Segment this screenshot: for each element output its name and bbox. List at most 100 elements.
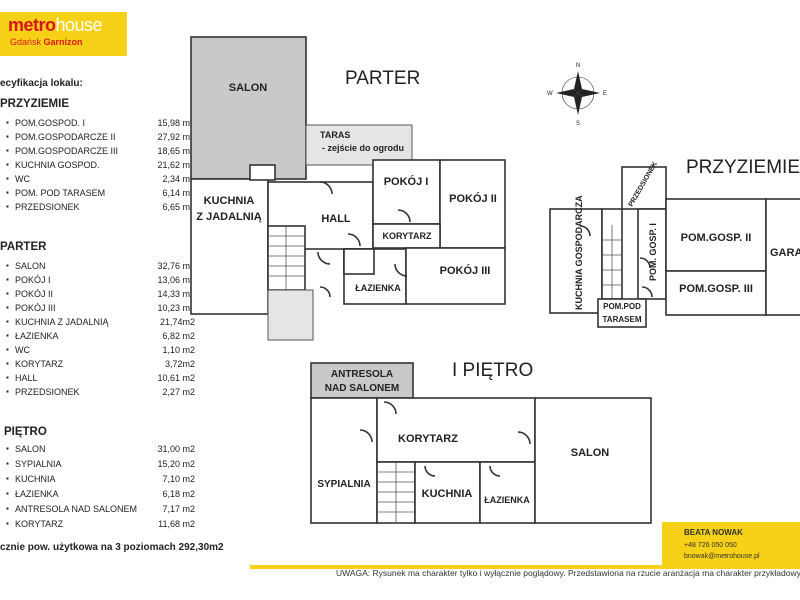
spec-row-name: KUCHNIA [15,474,56,484]
spec-row-area: 21,74m2 [159,317,195,327]
logo-brand-b: house [55,15,103,35]
przyziemie-plan: PRZYZIEMIE KUCHNIA GOSPODARCZA PRZEDSION… [549,157,800,328]
bottom-accent-bar [250,565,800,569]
przedsionek-room [621,166,667,210]
spec-row-area: 1,10 m2 [162,345,195,355]
logo-brand-a: metro [8,15,56,35]
przyziemie-stair-steps [602,225,622,299]
spec-row-name: PRZEDSIONEK [15,387,80,397]
salon-label: SALON [229,82,268,94]
taras-sublabel: - zejście do ogrodu [322,143,404,153]
spec-row-name: POM.GOSPOD. I [15,118,86,128]
pietro-stair-steps [377,462,415,523]
spec-row-area: 31,00 m2 [157,444,195,454]
spec-row-name: KUCHNIA Z JADALNIĄ [15,317,109,327]
logo-sub-a: Gdańsk [10,37,44,47]
spec-row-name: WC [15,345,30,355]
spec-row-area: 3,72m2 [164,359,195,369]
korytarz-label: KORYTARZ [383,231,432,241]
spec-row-name: SYPIALNIA [15,459,62,469]
logo-subtitle: Gdańsk Garnizon [10,37,83,47]
pod-tarasem-label-2: TARASEM [603,315,642,324]
spec-row-area: 6,14 m2 [162,188,195,198]
spec-row-area: 14,33 m2 [157,289,195,299]
pietro-salon-label: SALON [571,447,610,459]
antresola-label-2: NAD SALONEM [325,383,399,394]
kuchnia-label-1: KUCHNIA [204,195,255,207]
spec-row-name: KORYTARZ [15,359,64,369]
spec-row-name: POM.GOSPODARCZE II [15,132,116,142]
spec-row-area: 15,98 m2 [157,118,195,128]
spec-row-name: POKÓJ I [15,275,51,285]
agent-phone[interactable]: +48 726 050 050 [684,542,737,549]
kuchnia-jadalnia-room [190,178,269,315]
spec-row-area: 10,61 m2 [157,373,195,383]
agent-contact-box: BEATA NOWAK +48 726 050 050 bnowak@metro… [662,522,800,568]
spec-row-area: 32,76 m2 [157,261,195,271]
spec-section-title: PRZYZIEMIE [0,98,70,110]
spec-row-area: 11,68 m2 [158,519,195,529]
logo-wordmark: metrohouse [8,15,103,36]
korytarz-room [372,223,441,249]
spec-row-area: 21,62 m2 [157,160,195,170]
pietro-salon-room [534,397,652,524]
taras-label: TARAS [320,130,350,140]
agent-name: BEATA NOWAK [684,528,743,537]
spec-row-name: POKÓJ II [15,289,54,299]
pietro-korytarz-label: KORYTARZ [398,433,458,445]
pietro-korytarz-room [376,397,536,463]
agent-email[interactable]: bnowak@metrohouse.pl [684,553,760,560]
spec-heading: ecyfikacja lokalu: [0,78,83,89]
metrohouse-logo: metrohouse Gdańsk Garnizon [0,12,127,56]
spec-row-name: HALL [15,373,38,383]
spec-row-name: KUCHNIA GOSPOD. [15,160,100,170]
przyziemie-doors [579,225,653,298]
kuchnia-gospodarcza-room [549,208,603,314]
parter-stair-steps [268,226,305,290]
parter-title: PARTER [345,68,420,89]
wc-room-border [343,248,375,275]
spec-row-name: WC [15,174,30,184]
total-area: cznie pow. użytkowa na 3 poziomach 292,3… [0,542,224,553]
spec-row-area: 6,82 m2 [162,331,195,341]
parter-entrance-steps [267,289,314,341]
compass-e: E [603,91,607,97]
pietro-lazienka-label: ŁAZIENKA [484,495,530,505]
spec-row: ▪KUCHNIA GOSPOD.21,62 m2 [6,160,195,170]
spec-row-name: KORYTARZ [15,519,64,529]
pietro-doors [359,401,531,477]
garaz-room [765,198,800,316]
pietro-plan: I PIĘTRO ANTRESOLA NAD SALONEM SYPIALNIA… [310,360,652,524]
spec-row-area: 7,10 m2 [162,474,195,484]
pom-gosp-3-room [665,270,767,316]
pom-gosp-3-label: POM.GOSP. III [679,283,753,295]
compass-s: S [576,121,580,127]
parter-stairs [267,225,306,291]
sypialnia-room [310,397,378,524]
spec-row-area: 7,17 m2 [162,504,195,514]
pod-tarasem-label-1: POM.POD [603,302,641,311]
spec-row-area: 13,06 m2 [157,275,195,285]
spec-row-area: 6,65 m2 [162,202,195,212]
spec-row-name: PRZEDSIONEK [15,202,80,212]
kuchnia-label-2: Z JADALNIĄ [196,211,261,223]
sypialnia-label: SYPIALNIA [317,479,370,490]
compass-n: N [576,63,580,69]
pietro-kuchnia-room [414,461,481,524]
